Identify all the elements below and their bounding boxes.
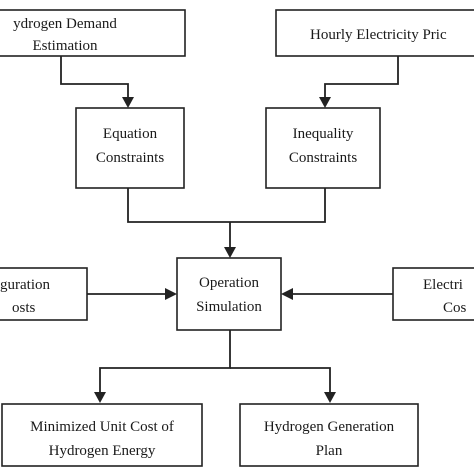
- box-generation-plan-line2: Plan: [316, 443, 343, 459]
- box-hydrogen-demand-line2: Estimation: [33, 38, 98, 54]
- box-hydrogen-demand: ydrogen Demand Estimation: [0, 9, 186, 57]
- box-config-costs-line1: guration: [0, 277, 50, 293]
- connector-operation-to-plan: [230, 367, 331, 393]
- connector-demand-to-equation: [60, 56, 129, 98]
- connectors: [60, 56, 399, 403]
- box-inequality-constraints-line2: Constraints: [289, 150, 357, 166]
- box-hydrogen-demand-line1: ydrogen Demand: [13, 16, 117, 32]
- box-equation-constraints: Equation Constraints: [75, 107, 185, 189]
- arrowhead-operation-left: [165, 288, 177, 300]
- box-min-unit-cost-line2: Hydrogen Energy: [49, 443, 156, 459]
- box-electricity-costs-line1: Electri: [423, 277, 463, 293]
- box-min-unit-cost: Minimized Unit Cost of Hydrogen Energy: [1, 403, 203, 467]
- arrowhead-plan: [324, 392, 336, 403]
- box-generation-plan: Hydrogen Generation Plan: [239, 403, 419, 467]
- box-config-costs: guration osts: [0, 267, 88, 321]
- box-electricity-costs: Electri Cos: [392, 267, 474, 321]
- connector-constraints-merge: [127, 188, 326, 223]
- box-hourly-price: Hourly Electricity Pric: [275, 9, 474, 57]
- box-operation-simulation: Operation Simulation: [176, 257, 282, 331]
- arrowhead-inequality: [319, 97, 331, 108]
- arrowhead-equation: [122, 97, 134, 108]
- box-hourly-price-line1: Hourly Electricity Pric: [310, 27, 447, 43]
- box-inequality-constraints: Inequality Constraints: [265, 107, 381, 189]
- box-config-costs-line2: osts: [12, 300, 36, 316]
- arrowhead-operation-top: [224, 247, 236, 258]
- box-generation-plan-line1: Hydrogen Generation: [264, 419, 395, 435]
- box-electricity-costs-line2: Cos: [443, 300, 467, 316]
- box-equation-constraints-line2: Constraints: [96, 150, 164, 166]
- box-operation-simulation-line2: Simulation: [196, 299, 262, 315]
- connector-operation-split: [99, 330, 231, 393]
- box-operation-simulation-line1: Operation: [199, 275, 259, 291]
- arrowhead-min-cost: [94, 392, 106, 403]
- arrowhead-operation-right: [281, 288, 293, 300]
- box-min-unit-cost-line1: Minimized Unit Cost of: [30, 419, 174, 435]
- connector-price-to-inequality: [324, 56, 399, 98]
- box-inequality-constraints-line1: Inequality: [293, 126, 354, 142]
- box-equation-constraints-line1: Equation: [103, 126, 158, 142]
